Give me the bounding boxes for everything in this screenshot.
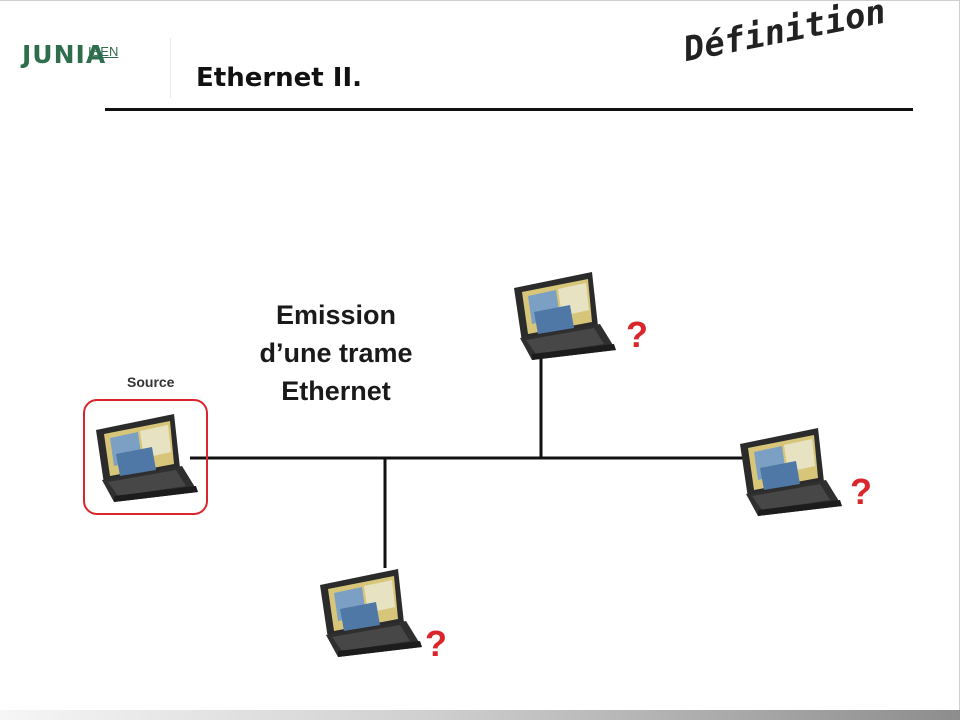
emission-caption-line-3: Ethernet xyxy=(281,376,391,406)
laptop-right-icon xyxy=(740,428,842,516)
title-underline xyxy=(105,108,913,111)
question-mark-bottom: ? xyxy=(425,623,447,664)
footer-gradient-bar xyxy=(0,710,960,720)
network-cables xyxy=(190,350,770,568)
logo-divider xyxy=(170,38,171,98)
slide-border-top xyxy=(0,0,960,1)
source-label: Source xyxy=(127,374,175,390)
emission-caption-line-2: d’une trame xyxy=(259,338,413,368)
laptop-bottom-icon xyxy=(320,569,422,657)
emission-caption-line-1: Emission xyxy=(275,300,397,330)
junia-isen-logo: JUNIA ISEN xyxy=(22,40,162,80)
laptop-top-icon xyxy=(514,272,616,360)
logo-isen-text: ISEN xyxy=(88,44,119,59)
source-highlight-box xyxy=(83,399,208,515)
emission-caption: Emission d’une trame Ethernet xyxy=(226,296,446,410)
logo-junia-text: JUNIA xyxy=(22,40,107,69)
page-title: Ethernet II. xyxy=(196,63,363,93)
question-mark-right: ? xyxy=(850,471,872,512)
question-mark-top: ? xyxy=(626,314,648,355)
